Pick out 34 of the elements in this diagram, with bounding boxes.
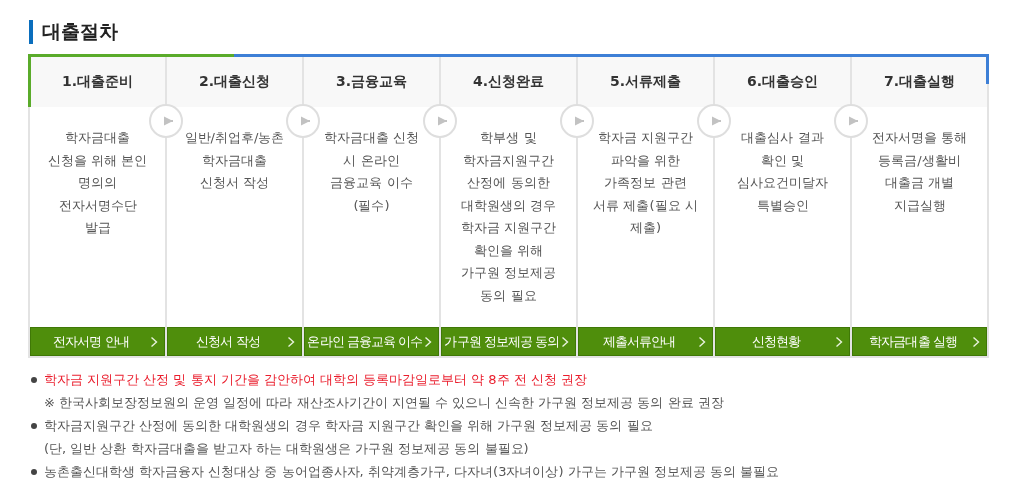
note-text: 농촌출신대학생 학자금융자 신청대상 중 농어업종사자, 취약계층가구, 다자녀(3자녀이상) 가구는 가구원 정보제공 동의 불필요 [44, 463, 780, 481]
link-button: 가구원 정보제공 동의 [441, 327, 576, 356]
step-description: 대출심사 결과 확인 및 심사요건미달자 특별승인 [736, 129, 829, 215]
step-heading: 5.서류제출 [578, 56, 713, 107]
note-text: 학자금지원구간 산정에 동의한 대학원생의 경우 학자금 지원구간 확인을 위해 가구원 정보제공 동의 필요 [44, 417, 653, 435]
note-text: (단, 일반 상환 학자금대출을 받고자 하는 대학원생은 가구원 정보제공 동의 불필요) [44, 440, 529, 458]
link-button: 제출서류안내 [578, 327, 713, 356]
step-description: 학자금대출 신청을 위해 본인 명의의 전자서명수단 발급 [46, 129, 149, 237]
step-description: 학자금대출 신청 시 온라인 금융교육 이수 (필수) [322, 129, 421, 215]
link-button: 학자금대출 실행 [852, 327, 987, 356]
link-button: 온라인 금융교육 이수 [304, 327, 439, 356]
link-button: 전자서명 안내 [30, 327, 165, 356]
link-button: 신청현황 [715, 327, 850, 356]
step-description: 학자금 지원구간 파악을 위한 가족정보 관련 서류 제출(필요 시 제출) [592, 129, 699, 237]
step-description: 일반/취업후/농촌 학자금대출 신청서 작성 [183, 129, 286, 192]
step-panel [850, 54, 989, 358]
step-heading: 6.대출승인 [715, 56, 850, 107]
step-description: 전자서명을 통해 등록금/생활비 대출금 개별 지급실행 [870, 129, 969, 215]
step-panel [302, 54, 441, 358]
step-heading: 4.신청완료 [441, 56, 576, 107]
step-heading: 7.대출실행 [852, 56, 987, 107]
step-panel [439, 54, 578, 358]
step-heading: 2.대출신청 [167, 56, 302, 107]
step-panel [576, 54, 715, 358]
step-description: 학부생 및 학자금지원구간 산정에 동의한 대학원생의 경우 학자금 지원구간 확인을 위해 가구원 정보제공 동의 필요 [459, 129, 558, 305]
step-heading: 3.금융교육 [304, 56, 439, 107]
step-panel [165, 54, 304, 358]
step-panel [713, 54, 852, 358]
section-title: 대출절차 [42, 19, 118, 44]
note-text: 학자금 지원구간 산정 및 통지 기간을 감안하여 대학의 등록마감일로부터 약 8주 전 신청 권장 [44, 371, 587, 389]
step-panel [28, 54, 167, 358]
link-button: 신청서 작성 [167, 327, 302, 356]
step-heading: 1.대출준비 [30, 56, 165, 107]
note-text: ※ 한국사회보장정보원의 운영 일정에 따라 재산조사기간이 지연될 수 있으니 신속한 가구원 정보제공 동의 완료 권장 [44, 394, 724, 412]
